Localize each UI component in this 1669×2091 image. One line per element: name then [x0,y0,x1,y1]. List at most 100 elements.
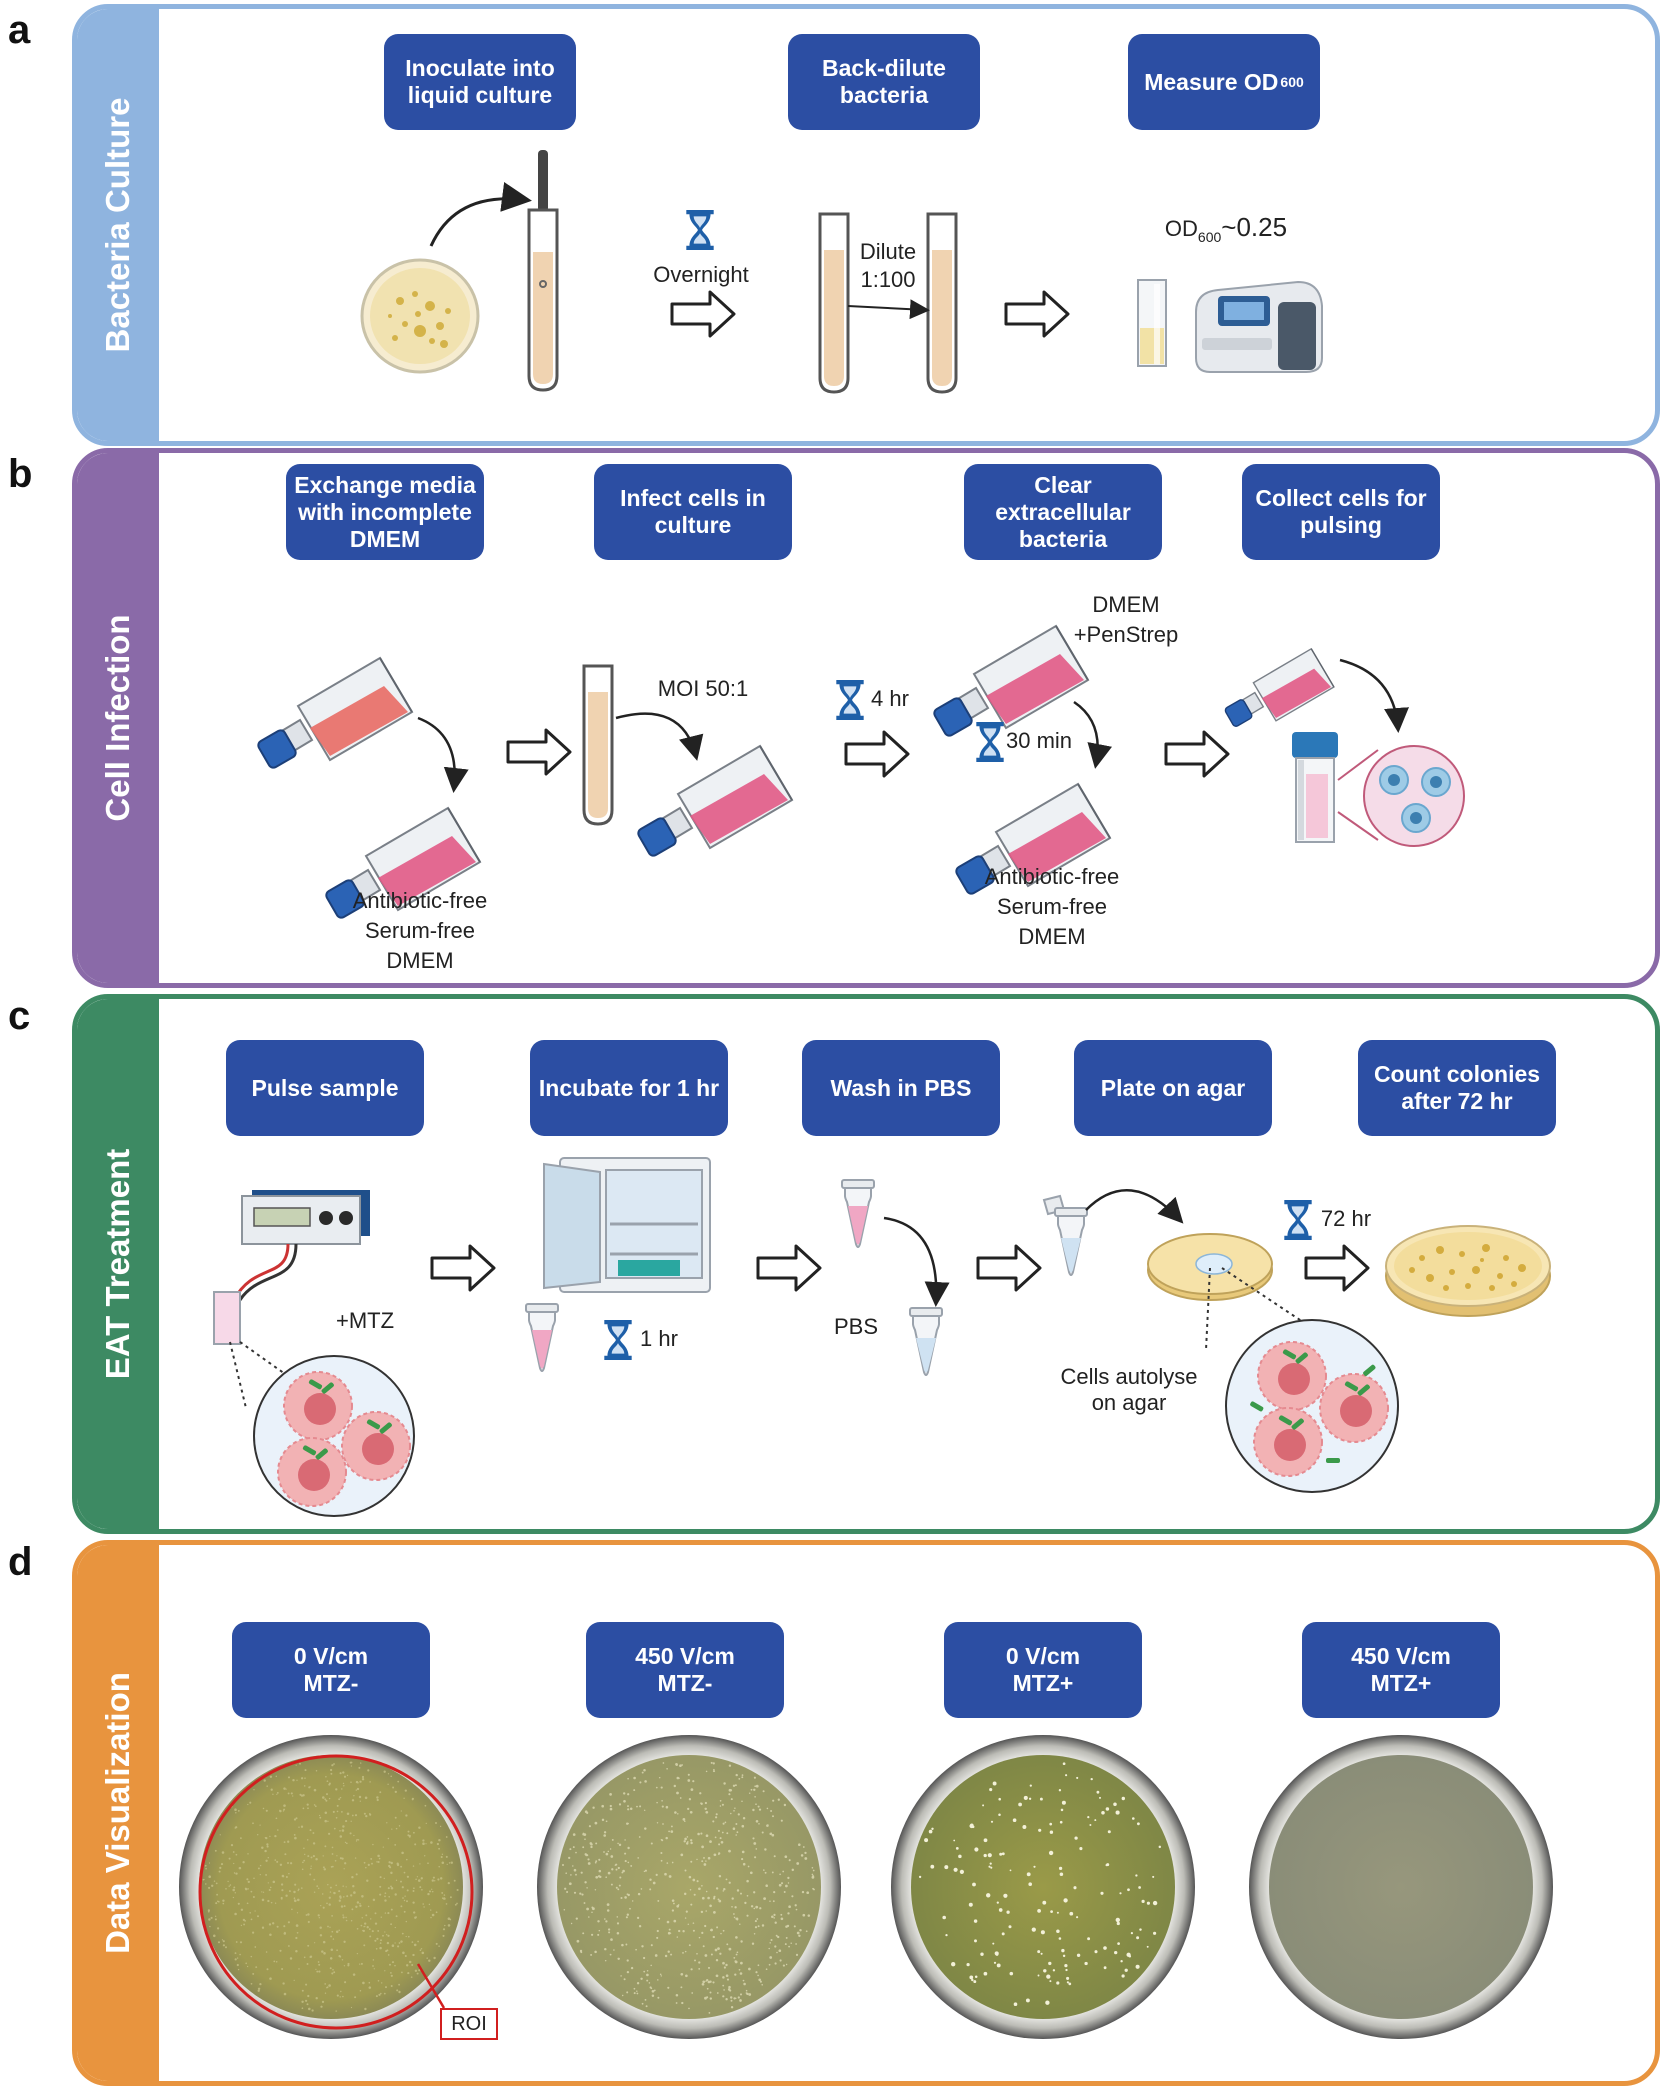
colony-speck [728,1793,731,1796]
colony-speck [656,1822,659,1824]
colony-speck [986,1893,991,1898]
colony-speck [219,1834,221,1836]
colony-speck [400,1865,403,1868]
colony-speck [250,1918,253,1921]
colony-speck [996,1963,1001,1968]
colony-speck [396,1989,399,1992]
colony-speck [456,1902,458,1905]
colony-speck [430,1841,433,1844]
colony-speck [266,1968,269,1971]
panel-d-title: Data Visualization [99,1672,136,1954]
colony-speck [438,1847,440,1850]
colony-speck [208,1918,211,1921]
colony-speck [215,1882,218,1885]
colony-speck [1119,1892,1122,1895]
colony-speck [605,1876,608,1879]
colony-speck [715,1813,718,1816]
colony-speck [565,1872,567,1874]
colony-speck [307,1855,310,1858]
colony-speck [660,1851,663,1855]
colony-speck [326,1987,328,1989]
colony-speck [779,1873,781,1876]
colony-speck [622,1869,625,1873]
colony-speck [718,1843,721,1846]
colony-speck [590,1845,593,1849]
process-arrow-b1 [506,728,572,776]
colony-speck [367,1769,370,1772]
colony-speck [740,1961,743,1965]
panel-a-sidebar: Bacteria Culture [77,9,159,441]
colony-speck [355,1905,358,1908]
colony-speck [404,1789,407,1792]
colony-speck [355,1780,359,1784]
colony-speck [345,1820,348,1823]
colony-speck [791,1895,794,1898]
colony-speck [225,1946,227,1949]
colony-speck [403,1899,406,1902]
colony-speck [390,1861,393,1865]
colony-speck [246,1878,249,1881]
colony-speck [1059,1820,1063,1824]
colony-speck [1050,1910,1053,1913]
colony-speck [1001,1932,1005,1936]
colony-speck [795,1953,799,1956]
colony-speck [333,1971,336,1974]
colony-speck [329,1967,332,1970]
colony-speck [660,1859,663,1862]
colony-speck [431,1888,433,1890]
colony-speck [406,1875,409,1878]
colony-speck [741,1800,743,1803]
colony-speck [405,1920,407,1923]
colony-speck [790,1942,792,1945]
colony-speck [1146,1945,1149,1948]
colony-speck [317,1914,320,1917]
colony-speck [390,1974,393,1977]
colony-speck [336,1949,338,1952]
colony-speck [1049,1822,1053,1826]
colony-speck [412,1953,415,1957]
colony-speck [431,1913,435,1917]
colony-speck [1121,1974,1125,1978]
colony-speck [605,1920,608,1923]
colony-speck [313,1804,316,1806]
colony-speck [719,1799,722,1802]
colony-speck [707,1966,711,1969]
colony-speck [690,1841,693,1845]
colony-speck [720,1840,724,1844]
colony-speck [343,1896,345,1898]
colony-speck [616,1922,620,1925]
colony-speck [204,1864,207,1867]
colony-speck [229,1884,232,1886]
colony-speck [657,1979,659,1981]
colony-speck [259,1864,262,1867]
colony-speck [356,1952,359,1955]
colony-speck [616,1916,619,1918]
colony-speck [372,1965,374,1967]
colony-speck [704,1924,707,1928]
colony-speck [445,1903,448,1905]
colony-speck [252,1822,254,1825]
colony-speck [811,1873,814,1876]
colony-speck [1012,1818,1017,1823]
colony-speck [734,1973,737,1976]
colony-speck [617,1888,620,1891]
colony-speck [376,1937,379,1940]
colony-speck [230,1844,234,1847]
colony-speck [370,1918,372,1920]
colony-speck [721,1831,724,1834]
colony-speck [314,1805,317,1808]
step-inoculate: Inoculate into liquid culture [384,34,576,130]
colony-speck [766,1807,769,1810]
colony-speck [245,1962,247,1965]
colony-speck [734,1807,736,1809]
colony-speck [283,1992,287,1996]
colony-speck [366,1926,369,1929]
colony-speck [605,1852,609,1856]
colony-speck [431,1879,434,1882]
colony-speck [318,1970,321,1973]
colony-speck [385,1950,388,1953]
colony-speck [698,1961,701,1964]
colony-speck [216,1927,220,1930]
colony-speck [328,1832,331,1835]
step-count-colonies: Count colonies after 72 hr [1358,1040,1556,1136]
